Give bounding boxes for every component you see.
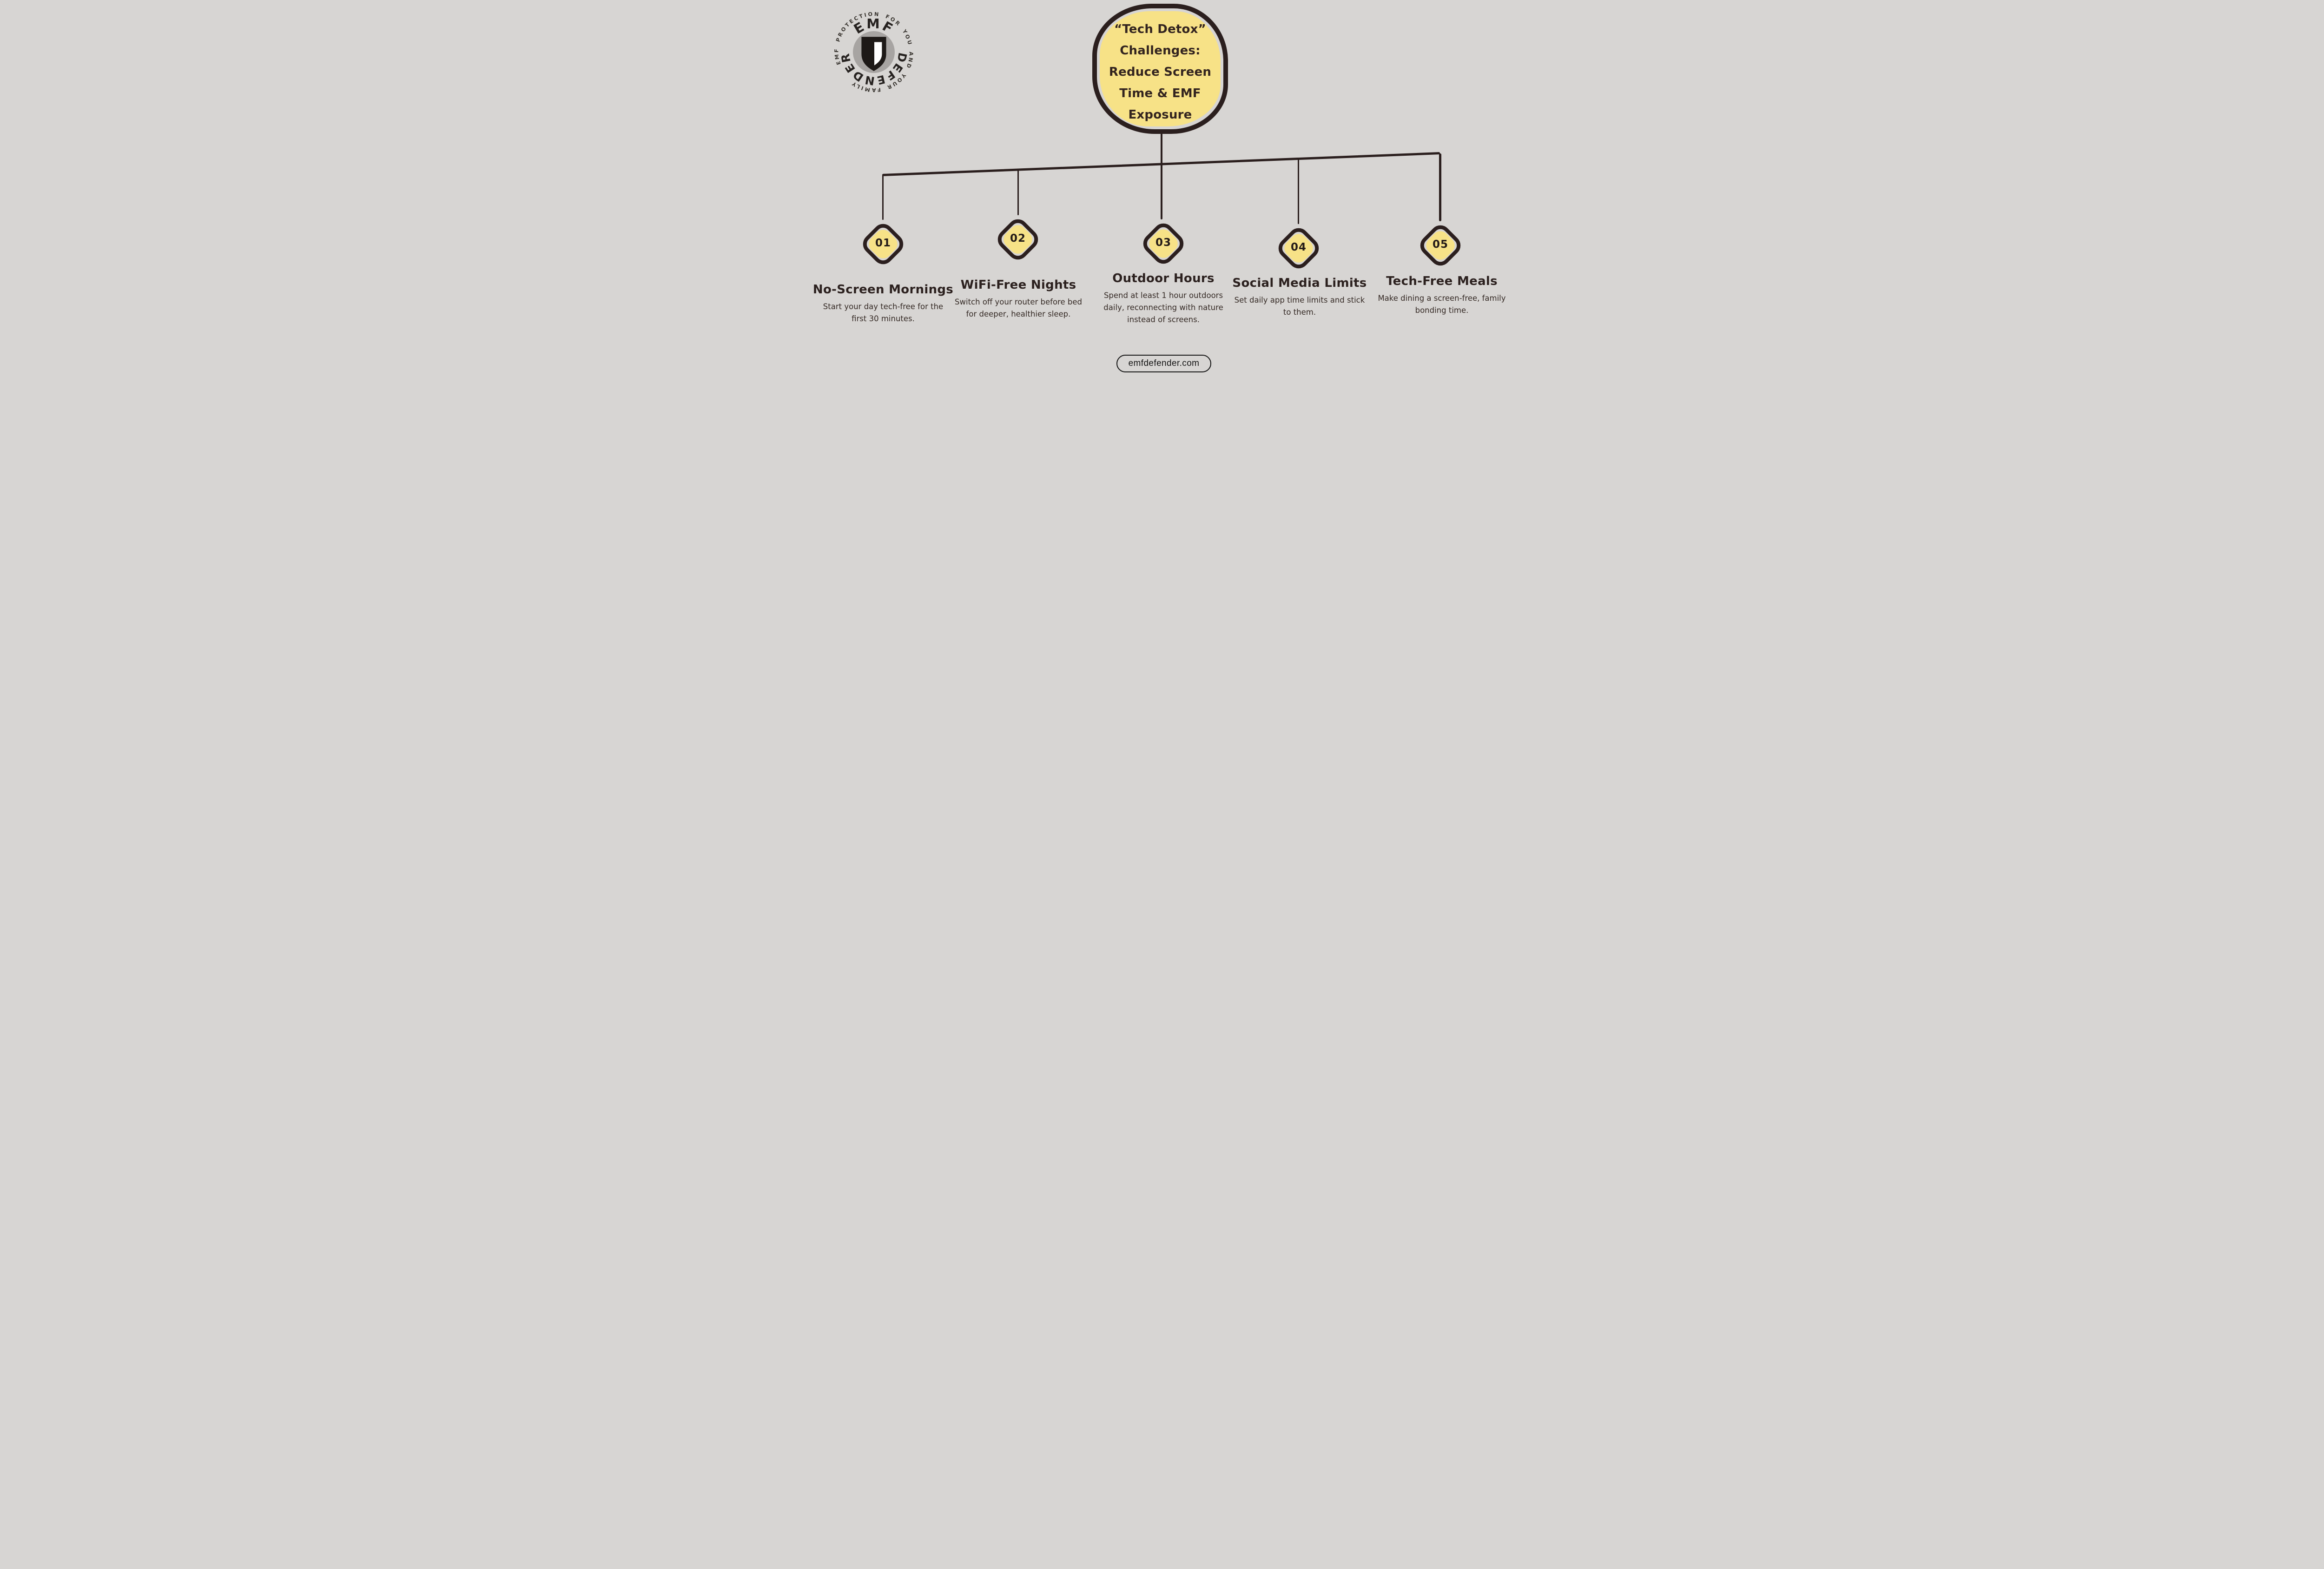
emf-defender-logo: EMF PROTECTION FOR YOU AND YOUR FAMILY E… [833, 11, 912, 93]
item-01: No-Screen Mornings Start your day tech-f… [813, 283, 967, 325]
website-url: emfdefender.com [1128, 358, 1200, 368]
connector-drop-04 [1298, 159, 1299, 224]
title-bubble-fill [1100, 11, 1221, 126]
item-02: WiFi-Free Nights Switch off your router … [935, 278, 1102, 320]
badge-number-02: 02 [1010, 232, 1026, 245]
item-05: Tech-Free Meals Make dining a screen-fre… [1358, 274, 1511, 317]
item-02-heading: WiFi-Free Nights [960, 278, 1076, 292]
item-05-description: Make dining a screen-free, family bondin… [1378, 294, 1506, 315]
shield-highlight [874, 42, 882, 66]
item-04: Social Media Limits Set daily app time l… [1216, 276, 1383, 318]
connector-drop-01 [882, 174, 884, 220]
item-01-heading: No-Screen Mornings [813, 283, 954, 297]
item-03-description: Spend at least 1 hour outdoors daily, re… [1103, 291, 1223, 324]
item-03: Outdoor Hours Spend at least 1 hour outd… [1080, 271, 1247, 326]
item-04-description: Set daily app time limits and stick to t… [1234, 296, 1365, 317]
item-03-heading: Outdoor Hours [1112, 271, 1215, 285]
connector-trunk [1161, 132, 1162, 219]
badge-number-04: 04 [1290, 241, 1307, 253]
item-04-heading: Social Media Limits [1232, 276, 1367, 290]
item-01-description: Start your day tech-free for the first 3… [823, 302, 944, 323]
badge-number-03: 03 [1155, 237, 1171, 249]
item-02-description: Switch off your router before bed for de… [955, 298, 1082, 318]
website-pill: emfdefender.com [1116, 355, 1211, 372]
infographic-canvas: EMF PROTECTION FOR YOU AND YOUR FAMILY E… [813, 0, 1511, 392]
connector-drop-05 [1439, 153, 1441, 221]
connector-drop-02 [1017, 170, 1019, 215]
title-bubble: “Tech Detox” Challenges: Reduce Screen T… [1092, 4, 1228, 134]
badge-number-05: 05 [1432, 238, 1448, 251]
item-05-heading: Tech-Free Meals [1386, 274, 1498, 288]
badge-number-01: 01 [875, 237, 891, 249]
page-title: “Tech Detox” Challenges: Reduce Screen T… [1109, 22, 1212, 122]
